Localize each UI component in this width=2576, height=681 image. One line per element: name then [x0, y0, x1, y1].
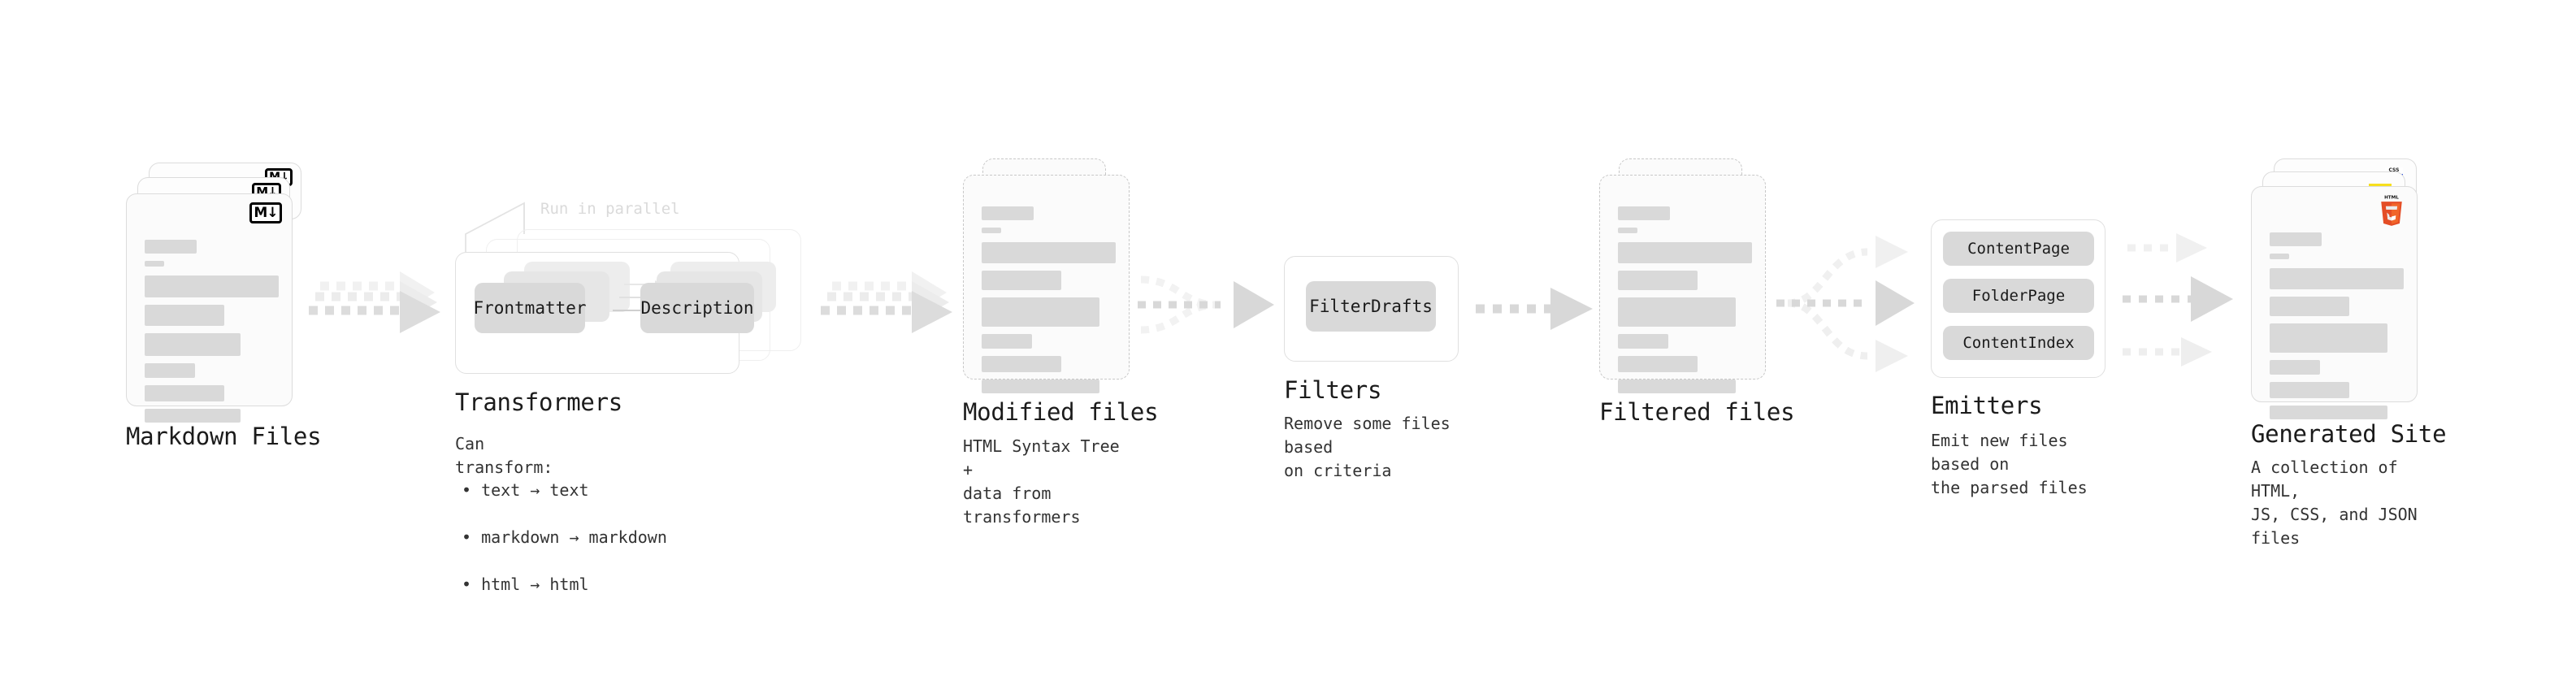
document-placeholder-lines [2270, 232, 2404, 427]
filtered-card-front [1599, 175, 1766, 393]
modified-file-stack [963, 158, 1138, 410]
stage-markdown-files: M↓ M↓ M↓ Markdown Files [126, 163, 322, 450]
modified-to-filters-arrow [1138, 275, 1274, 334]
page-title-emitters: Emitters [1931, 392, 2043, 419]
emitters-description: Emit new files based on the parsed files [1931, 431, 2088, 497]
page-title-transformers: Transformers [455, 388, 622, 416]
emitter-pill-contentindex[interactable]: ContentIndex [1943, 326, 2094, 360]
svg-text:HTML: HTML [2384, 196, 2399, 201]
transformers-bullet-item: • markdown → markdown [462, 527, 667, 547]
generated-site-file-stack: CSS HTML [2251, 158, 2430, 419]
transformers-to-modified-arrow [821, 271, 952, 333]
transformers-description-heading: Can transform: [455, 434, 553, 477]
markdown-file-stack: M↓ M↓ M↓ [126, 163, 305, 423]
emitter-pill-contentpage[interactable]: ContentPage [1943, 232, 2094, 266]
site-card-front: HTML [2251, 186, 2418, 419]
emitters-box: ContentPage FolderPage ContentIndex [1931, 219, 2105, 378]
document-placeholder-lines [982, 206, 1116, 401]
transformer-pill-description[interactable]: Description [640, 283, 754, 333]
page-title-filters: Filters [1284, 376, 1382, 404]
markdown-card-front: M↓ [126, 193, 293, 423]
generated-site-description: A collection of HTML, JS, CSS, and JSON … [2251, 458, 2418, 548]
filters-description: Remove some files based on criteria [1284, 414, 1451, 480]
stage-filtered-files: Filtered files [1599, 158, 1795, 426]
transformers-bullet-list: • text → text • markdown → markdown • ht… [462, 455, 667, 620]
document-placeholder-lines [1618, 206, 1752, 401]
page-title-generated-site: Generated Site [2251, 420, 2447, 448]
filtered-to-emitters-arrow [1776, 236, 1915, 372]
filters-box: FilterDrafts [1284, 256, 1459, 362]
stage-filters: FilterDrafts Filters Remove some files b… [1284, 256, 1459, 480]
transformers-bullet-item: • text → text [462, 480, 589, 500]
transformer-pill-frontmatter[interactable]: Frontmatter [473, 283, 587, 333]
emitter-pill-folderpage[interactable]: FolderPage [1943, 279, 2094, 313]
page-title-modified-files: Modified files [963, 398, 1159, 426]
stage-modified-files: Modified files HTML Syntax Tree + data f… [963, 158, 1159, 527]
filter-pill-filterdrafts[interactable]: FilterDrafts [1306, 281, 1436, 332]
filters-to-filtered-arrow [1476, 288, 1593, 330]
modified-files-description: HTML Syntax Tree + data from transformer… [963, 436, 1120, 527]
emitters-to-site-arrow [2123, 233, 2233, 367]
filtered-file-stack [1599, 158, 1774, 410]
stage-emitters: ContentPage FolderPage ContentIndex Emit… [1931, 219, 2105, 497]
page-title-filtered-files: Filtered files [1599, 398, 1795, 426]
css-icon-label: CSS [2388, 167, 2400, 173]
markdown-to-transformers-arrow [309, 271, 440, 333]
run-in-parallel-bracket [465, 202, 525, 268]
stage-generated-site: CSS HTML [2251, 158, 2447, 548]
page-title-markdown-files: Markdown Files [126, 423, 322, 450]
transformers-bullet-item: • html → html [462, 575, 589, 594]
document-placeholder-lines [145, 240, 279, 430]
html5-icon: HTML [2381, 196, 2402, 226]
modified-card-front [963, 175, 1130, 393]
markdown-icon: M↓ [249, 202, 282, 223]
run-in-parallel-label: Run in parallel [540, 200, 680, 218]
